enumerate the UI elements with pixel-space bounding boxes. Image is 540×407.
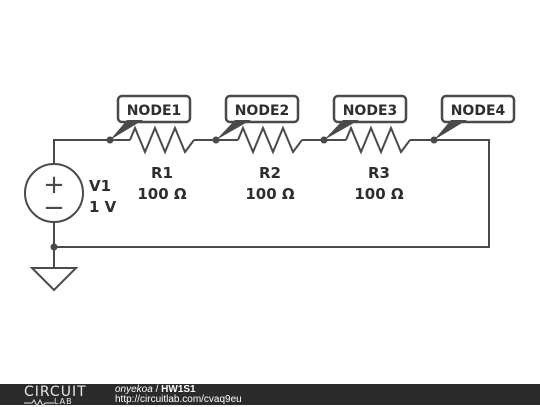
node1-label-pointer [110, 120, 143, 140]
resistor-r2[interactable] [237, 125, 303, 155]
voltage-source-v1[interactable] [24, 163, 84, 223]
source-plus-sign: + [43, 170, 65, 200]
r2-name: R2 [259, 164, 281, 182]
author-link[interactable]: onyekoa [115, 384, 153, 395]
node1-label-box [116, 94, 192, 124]
ground-icon [29, 267, 79, 292]
node2-label-text: NODE2 [235, 103, 290, 119]
node2-label-box [224, 94, 300, 124]
node-label-node3[interactable]: NODE3 [324, 94, 408, 140]
v1-value: 1 V [89, 198, 117, 216]
node-label-node4[interactable]: NODE4 [434, 94, 516, 140]
wire-return-loop [54, 139, 490, 248]
circuit-schematic: + − NODE1 NODE2 NODE3 NODE4 R1 100 Ω R2 … [24, 94, 516, 292]
logo-resistor-icon [24, 399, 54, 407]
node-label-node1[interactable]: NODE1 [110, 94, 192, 140]
logo-text-top: CIRCUIT [24, 384, 87, 400]
footer-bar: CIRCUIT LAB onyekoa / HW1S1 http://circu… [0, 384, 540, 407]
node1-label-text: NODE1 [127, 103, 182, 119]
node4-label-text: NODE4 [451, 103, 506, 119]
r1-name: R1 [151, 164, 173, 182]
node4-label-box [440, 94, 516, 124]
circuit-title[interactable]: HW1S1 [161, 384, 196, 395]
source-minus-sign: − [43, 193, 65, 223]
circuitlab-logo[interactable]: CIRCUIT LAB [24, 384, 104, 407]
resistor-r1[interactable] [129, 125, 195, 155]
node3-label-pointer [324, 120, 359, 140]
author-separator: / [152, 384, 162, 395]
node3-label-text: NODE3 [343, 103, 398, 119]
node3-label-box [332, 94, 408, 124]
node-label-node2[interactable]: NODE2 [216, 94, 300, 140]
resistor-r3[interactable] [345, 125, 411, 155]
footer-author-line: onyekoa / HW1S1 [115, 385, 196, 395]
r2-value: 100 Ω [245, 185, 295, 203]
node2-label-pointer [216, 120, 251, 140]
junction-ground [50, 243, 58, 251]
circuit-url-link[interactable]: http://circuitlab.com/cvaq9eu [115, 394, 242, 405]
logo-text-bottom: LAB [54, 397, 73, 406]
node4-label-pointer [434, 120, 467, 140]
r3-name: R3 [368, 164, 390, 182]
v1-name: V1 [89, 177, 111, 195]
wire-source-to-node1 [53, 139, 110, 164]
r1-value: 100 Ω [137, 185, 187, 203]
r3-value: 100 Ω [354, 185, 404, 203]
